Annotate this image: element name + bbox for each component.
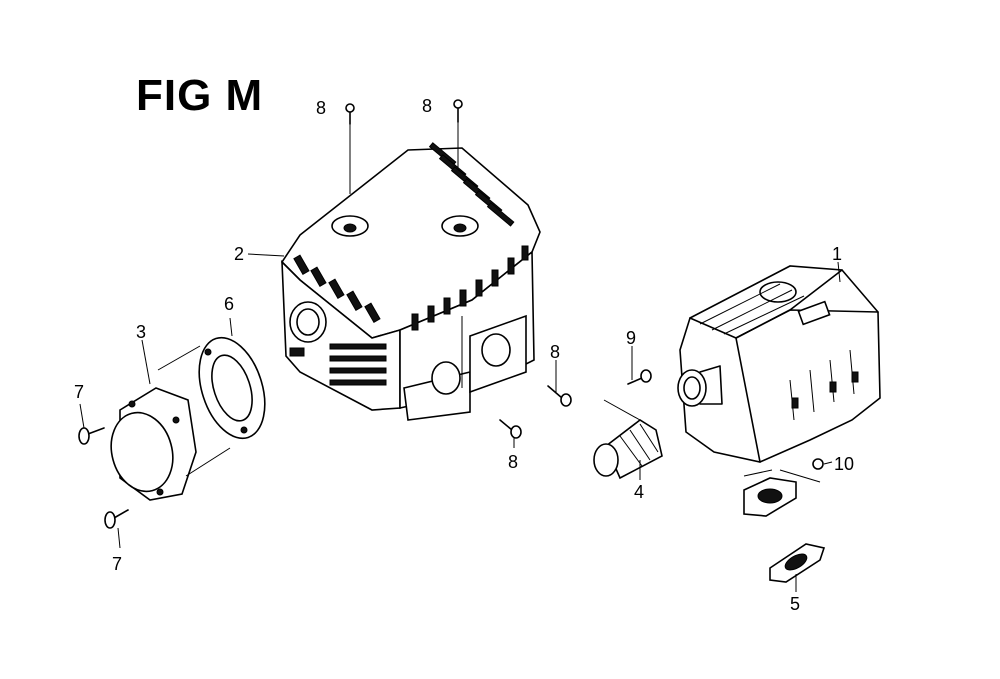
leader-lines xyxy=(79,122,841,592)
callout-8-top-right: 8 xyxy=(422,96,432,116)
callout-10: 10 xyxy=(834,454,854,474)
callout-3: 3 xyxy=(136,322,146,342)
callout-7-lower: 7 xyxy=(112,554,122,574)
part-5-flange-gasket xyxy=(769,543,826,583)
part-4-spark-arrester-screen xyxy=(593,419,663,480)
part-2-muffler-protector xyxy=(280,142,541,421)
callout-7-upper: 7 xyxy=(74,382,84,402)
part-3-spark-arrester-cap xyxy=(110,387,197,501)
callout-numbers: 1 2 3 4 5 6 7 7 8 8 8 8 9 10 xyxy=(74,96,854,614)
fasteners xyxy=(78,99,824,529)
callout-8-right: 8 xyxy=(550,342,560,362)
callout-8-top-left: 8 xyxy=(316,98,326,118)
callout-9: 9 xyxy=(626,328,636,348)
part-1-muffler xyxy=(677,265,881,517)
figure-title: FIG M xyxy=(136,71,264,120)
callout-1: 1 xyxy=(832,244,842,264)
callout-4: 4 xyxy=(634,482,644,502)
callout-5: 5 xyxy=(790,594,800,614)
part-6-gasket xyxy=(198,336,266,440)
callout-6: 6 xyxy=(224,294,234,314)
callout-2: 2 xyxy=(234,244,244,264)
callout-8-lower: 8 xyxy=(508,452,518,472)
